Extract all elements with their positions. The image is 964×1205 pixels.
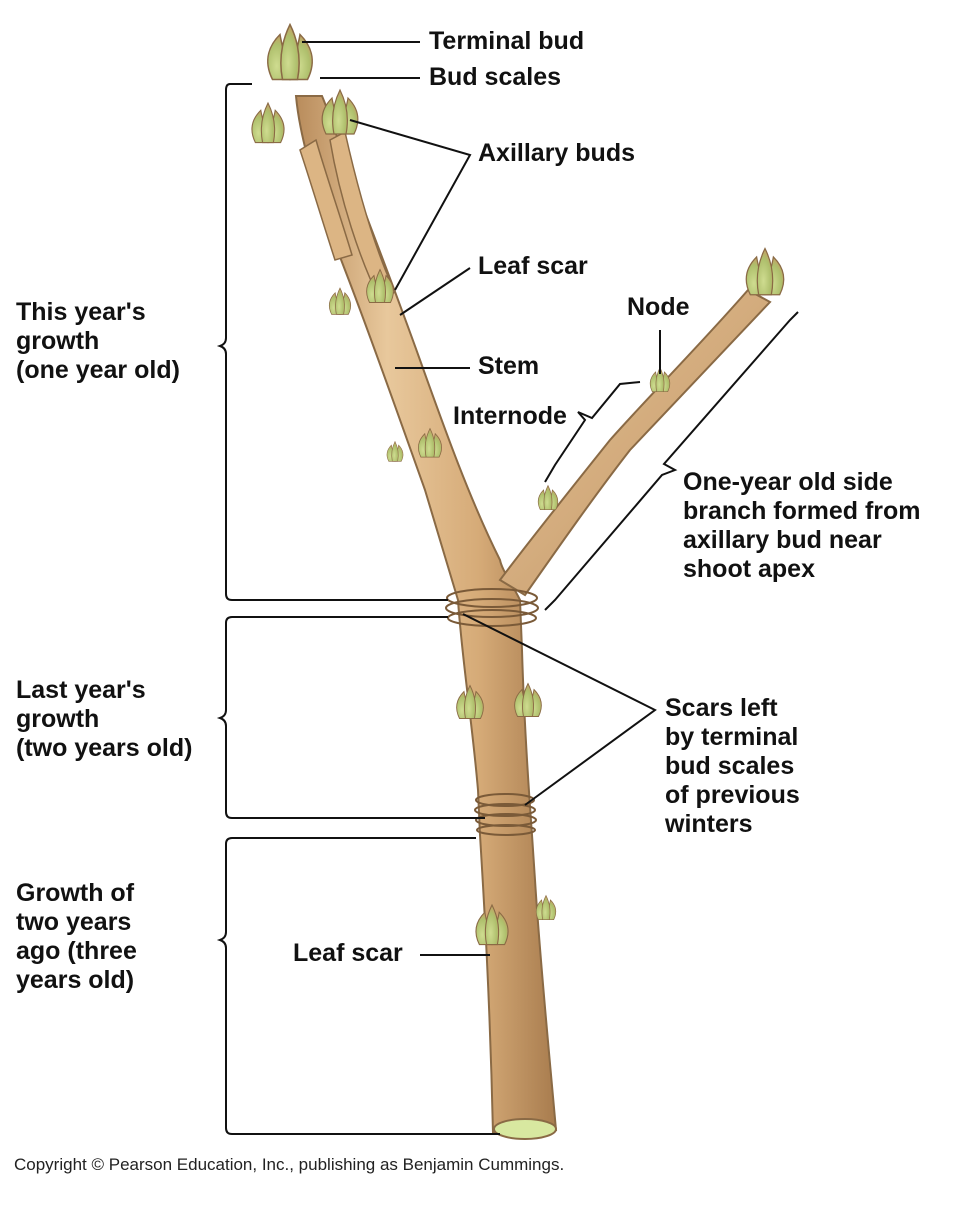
- label-internode: Internode: [453, 402, 567, 430]
- lateral-bud: [475, 903, 509, 946]
- lateral-bud: [456, 684, 484, 719]
- label-bud-scales: Bud scales: [429, 63, 562, 91]
- node-bud: [649, 366, 671, 393]
- lateral-bud: [386, 440, 404, 462]
- label-last-years-growth: Last year's growth (two years old): [16, 676, 193, 762]
- label-stem: Stem: [478, 352, 540, 380]
- lateral-bud: [418, 427, 442, 458]
- label-leaf-scar-lower: Leaf scar: [293, 939, 403, 967]
- label-terminal-bud: Terminal bud: [429, 27, 585, 55]
- terminal-bud: [267, 22, 313, 81]
- side-branch-terminal-bud: [745, 247, 785, 296]
- cut-surface: [493, 1118, 557, 1140]
- label-leaf-scar-upper: Leaf scar: [478, 252, 588, 280]
- label-node: Node: [627, 293, 690, 321]
- main-stem: [294, 95, 558, 1135]
- lateral-bud: [251, 101, 285, 144]
- lateral-bud: [535, 894, 557, 921]
- label-side-branch: One-year old side branch formed from axi…: [683, 468, 921, 583]
- label-bud-scale-scars: Scars left by terminal bud scales of pre…: [665, 694, 800, 838]
- buds: [251, 22, 785, 946]
- leader-lines: [216, 41, 799, 1135]
- copyright-notice: Copyright © Pearson Education, Inc., pub…: [14, 1155, 565, 1174]
- label-axillary-buds: Axillary buds: [478, 139, 635, 167]
- lateral-bud: [329, 287, 351, 315]
- axillary-bud: [321, 88, 359, 135]
- lateral-bud: [537, 484, 559, 511]
- axillary-bud: [366, 268, 394, 303]
- label-this-years-growth: This year's growth (one year old): [16, 298, 180, 384]
- side-branch: [498, 288, 772, 597]
- label-two-years-ago-growth: Growth of two years ago (three years old…: [16, 879, 137, 994]
- lateral-bud: [514, 682, 542, 717]
